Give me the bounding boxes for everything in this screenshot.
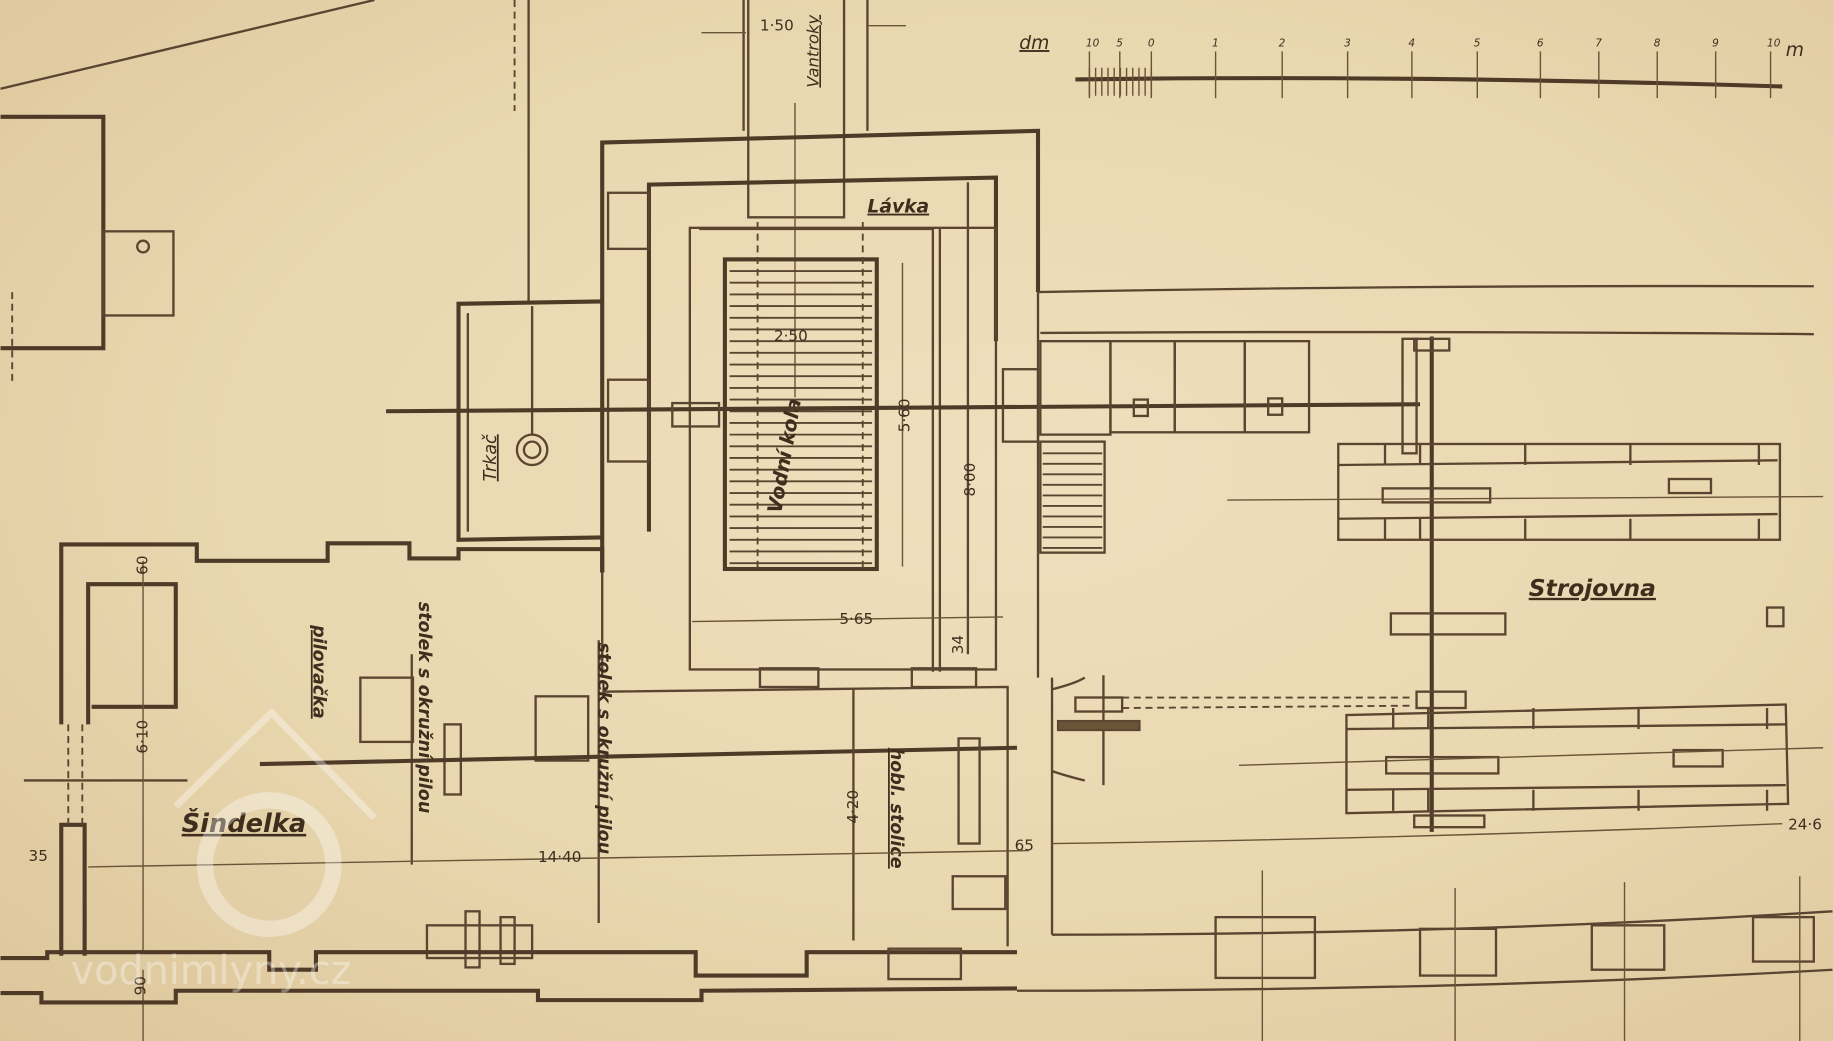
scale-bar: 10 5 0 1 2 3 4 5 6 7 8 9 10 dm m [1019, 33, 1804, 99]
post-icon [136, 239, 151, 254]
scale-tick-label: 7 [1595, 38, 1602, 50]
bearing [671, 401, 721, 428]
label-stolek-1: stolek s okružní pilou [414, 602, 434, 814]
label-stolek-2: stolek s okružní pilou [594, 643, 614, 855]
scale-bar-line [1075, 76, 1783, 89]
bearing [1267, 397, 1284, 416]
label-vodni-kola: Vodní kola [763, 397, 806, 515]
scale-tick-label: 6 [1537, 38, 1544, 50]
dim-65: 65 [1015, 837, 1034, 855]
watermark-text: vodnimlyny.cz [71, 948, 352, 994]
dim-60: 60 [134, 556, 152, 575]
scale-ticks: 10 5 0 1 2 3 4 5 6 7 8 9 10 [1086, 38, 1781, 99]
dim-house-width: 5·65 [839, 610, 873, 628]
label-vantroky: Vantroky [803, 15, 822, 88]
scale-tick-label: 3 [1344, 38, 1351, 50]
scale-tick-label: 9 [1712, 38, 1719, 50]
dim-35: 35 [29, 847, 48, 865]
label-pilovacka: pilovačka [309, 624, 329, 719]
dim-610: 6·10 [134, 720, 152, 754]
scale-tick-label: 8 [1654, 38, 1661, 50]
table-rail [1346, 723, 1786, 731]
label-lavka: Lávka [867, 197, 929, 218]
dim-wheel-width: 2·50 [774, 327, 808, 345]
dim-flume-width: 1·50 [760, 16, 794, 34]
trkac-room: Trkač [456, 299, 603, 542]
scale-tick-label: 5 [1474, 38, 1481, 50]
scale-tick-label: 10 [1086, 38, 1100, 50]
dim-246: 24·6 [1788, 816, 1822, 834]
table-rail [1338, 459, 1778, 467]
label-hobl-stolice: hobl. stolice [886, 748, 906, 869]
dim-line [88, 849, 1029, 868]
side-building [0, 114, 106, 351]
strojovna-room: Strojovna [1001, 292, 1833, 936]
water-wheel: Vodní kola 2·50 [722, 221, 879, 573]
table-rail [1338, 512, 1778, 520]
label-strojovna: Strojovna [1529, 574, 1656, 602]
dim-90: 90 [131, 976, 149, 995]
scale-tick-label: 0 [1148, 38, 1155, 50]
dim-house-length: 8·00 [961, 463, 979, 497]
wheel-shaft [386, 402, 1421, 414]
label-trkac: Trkač [481, 434, 501, 481]
wheel-house: Lávka [600, 128, 1814, 947]
bearing [1132, 398, 1150, 418]
scale-tick-label: 5 [1116, 38, 1123, 50]
sindelka-room: 60 6·10 90 4·20 Šindelka pilovačka stole… [23, 541, 1018, 1041]
main-shaft [259, 745, 1018, 767]
table-rail [1346, 783, 1786, 791]
watermark-logo [173, 707, 377, 938]
scale-tick-label: 10 [1767, 38, 1781, 50]
scale-tick-label: 1 [1212, 38, 1219, 50]
flume: 1·50 Vantroky [701, 0, 906, 398]
label-sindelka: Šindelka [182, 807, 307, 839]
dim-1440: 14·40 [538, 848, 581, 866]
scale-unit-m: m [1786, 40, 1804, 61]
dim-420: 4·20 [844, 790, 862, 824]
dim-34: 34 [949, 635, 967, 654]
scale-unit-dm: dm [1019, 33, 1049, 54]
side-annex [102, 230, 175, 317]
bottom-wall [0, 870, 1833, 1041]
dim-line [1052, 822, 1783, 845]
scale-tick-label: 2 [1279, 38, 1286, 50]
dim-wheel-height: 5·60 [895, 399, 913, 433]
scale-tick-label: 4 [1408, 38, 1415, 50]
boundary-line [0, 0, 375, 90]
